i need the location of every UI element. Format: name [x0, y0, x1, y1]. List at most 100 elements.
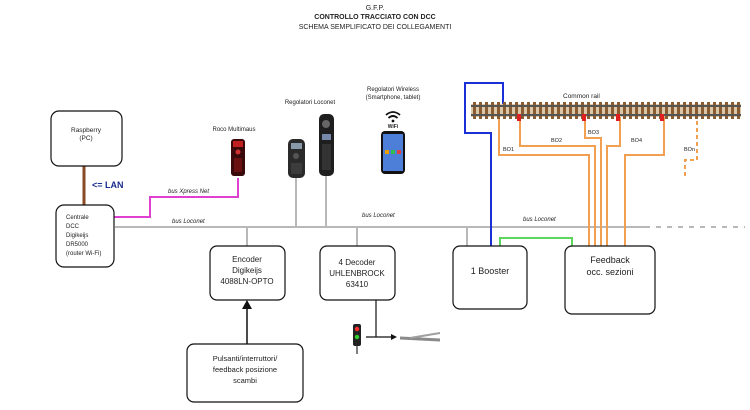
- encoder-line3: 4088LN-OPTO: [220, 277, 273, 286]
- bo3-label: BO3: [588, 130, 599, 136]
- track-sleeper: [689, 102, 692, 119]
- track-sleeper: [677, 102, 680, 119]
- raspberry-box[interactable]: [50, 110, 123, 167]
- centrale-line1: Centrale: [66, 215, 89, 221]
- pulsanti-box[interactable]: [186, 343, 304, 403]
- xpressnet-bus-line: [113, 178, 239, 218]
- loconet-regs-label: Regolatori Loconet: [285, 100, 336, 106]
- track-sleeper: [497, 102, 500, 119]
- track-sleeper: [713, 102, 716, 119]
- bo3-wire: [584, 114, 602, 246]
- track-sleeper: [665, 102, 668, 119]
- track-gap-3: [616, 114, 620, 121]
- track-sleeper: [551, 102, 554, 119]
- decoder-line2: UHLENBROCK: [329, 269, 385, 278]
- encoder-box[interactable]: [209, 245, 286, 301]
- bo2-label: BO2: [551, 138, 562, 144]
- pulsanti-line1: Pulsanti/interruttori/: [213, 354, 279, 363]
- multimaus-label: Roco Multimaus: [212, 127, 255, 133]
- feedback-box[interactable]: [564, 245, 656, 315]
- booster-feedback-wire: [499, 237, 573, 246]
- track-sleeper: [491, 102, 494, 119]
- decoder-line3: 63410: [346, 280, 369, 289]
- feedback-line2: occ. sezioni: [586, 267, 633, 277]
- track-sleeper: [533, 102, 536, 119]
- track-sleeper: [605, 102, 608, 119]
- arrow-right-icon: [391, 334, 397, 340]
- track-sleeper: [629, 102, 632, 119]
- common-rail-label: Common rail: [563, 93, 600, 100]
- raspberry-line2: (PC): [79, 135, 92, 142]
- pulsanti-line2: feedback posizione: [213, 365, 277, 374]
- track-sleeper: [515, 102, 518, 119]
- xpressnet-label: bus Xpress Net: [168, 189, 209, 195]
- centrale-box[interactable]: [55, 204, 115, 268]
- track-sleeper: [563, 102, 566, 119]
- centrale-line5: (router Wi-Fi): [66, 251, 101, 257]
- header-subtitle: SCHEMA SEMPLIFICATO DEI COLLEGAMENTI: [299, 24, 452, 31]
- raspberry-line1: Raspberry: [71, 127, 102, 134]
- track-sleeper: [731, 102, 734, 119]
- smartphone-icon[interactable]: [381, 131, 405, 174]
- decoder-box[interactable]: [319, 245, 396, 301]
- track-sleeper: [503, 102, 506, 119]
- track-sleeper: [575, 102, 578, 119]
- track-sleeper: [539, 102, 542, 119]
- track-sleeper: [611, 102, 614, 119]
- booster-box[interactable]: [452, 245, 528, 310]
- track-sleeper: [545, 102, 548, 119]
- track-sleeper: [527, 102, 530, 119]
- wifi-icon: [385, 111, 401, 123]
- multimaus-icon[interactable]: [231, 139, 245, 176]
- wireless-label-line2: (Smartphone, tablet): [366, 95, 421, 101]
- track-sleeper: [635, 102, 638, 119]
- loconet-regulator-2-icon[interactable]: [319, 114, 334, 176]
- signal-icon: [353, 324, 361, 354]
- bo4-label: BO4: [631, 138, 642, 144]
- track-gap-2: [582, 114, 586, 121]
- loconet-label-right: bus Loconet: [523, 217, 556, 223]
- track-sleeper: [599, 102, 602, 119]
- feedback-line1: Feedback: [590, 255, 630, 265]
- bo1-wire: [498, 107, 590, 246]
- bo2-wire: [519, 114, 596, 246]
- track-sleeper: [581, 102, 584, 119]
- track-sleeper: [707, 102, 710, 119]
- track-rails: [471, 102, 741, 119]
- decoder-line1: 4 Decoder: [339, 258, 376, 267]
- track-sleeper: [653, 102, 656, 119]
- loconet-regulator-1-icon[interactable]: [288, 139, 305, 178]
- track-sleeper: [593, 102, 596, 119]
- encoder-line2: Digikeijs: [232, 266, 262, 275]
- track-sleeper: [521, 102, 524, 119]
- centrale-line2: DCC: [66, 224, 80, 230]
- track-sleeper: [473, 102, 476, 119]
- track-sleeper: [647, 102, 650, 119]
- wireless-label-line1: Regolatori Wireless: [367, 87, 419, 93]
- loconet-label-left: bus Loconet: [172, 219, 205, 225]
- track-sleeper: [485, 102, 488, 119]
- centrale-line3: Digikeijs: [66, 233, 88, 239]
- track-sleeper: [641, 102, 644, 119]
- header-org: G.F.P.: [366, 5, 385, 12]
- track-sleeper: [695, 102, 698, 119]
- track-sleeper: [737, 102, 740, 119]
- track-sleeper: [719, 102, 722, 119]
- track-gap-1: [517, 114, 521, 121]
- wifi-label: WiFi: [388, 124, 399, 130]
- encoder-line1: Encoder: [232, 255, 262, 264]
- track-sleeper: [587, 102, 590, 119]
- track-sleepers: [473, 102, 740, 119]
- bo4-wire-second: [624, 114, 665, 246]
- track-sleeper: [569, 102, 572, 119]
- track-sleeper: [659, 102, 662, 119]
- arrow-up-icon: [242, 300, 252, 309]
- bon-label: BOn: [684, 147, 695, 153]
- bo4-wire: [606, 114, 621, 246]
- track-sleeper: [671, 102, 674, 119]
- track-sleeper: [725, 102, 728, 119]
- track-sleeper: [683, 102, 686, 119]
- loconet-label-mid: bus Loconet: [362, 213, 395, 219]
- bon-wire: [684, 114, 698, 176]
